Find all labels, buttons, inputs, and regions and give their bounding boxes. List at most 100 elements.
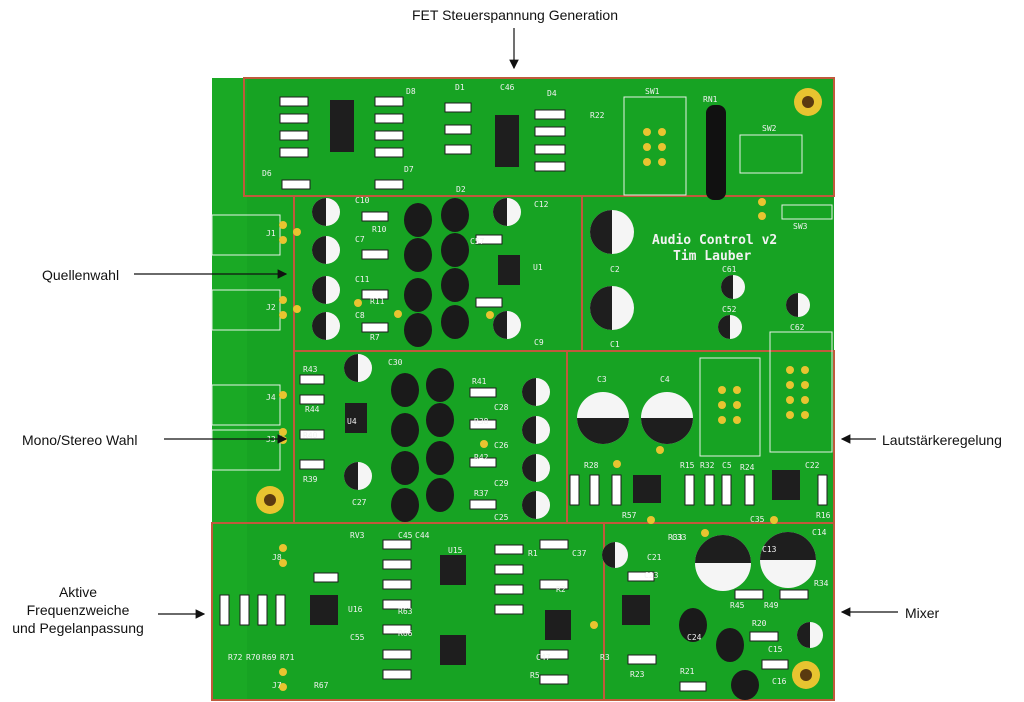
label-mixer: Mixer xyxy=(905,605,940,621)
silk-label-d7: D7 xyxy=(404,165,414,174)
silk-label-c62: C62 xyxy=(790,323,805,332)
label-mono-stereo: Mono/Stereo Wahl xyxy=(22,432,138,448)
silk-label-r71: R71 xyxy=(280,653,295,662)
section-mixer xyxy=(603,522,835,701)
silk-label-c29: C29 xyxy=(494,479,509,488)
smd-components xyxy=(219,96,828,692)
silk-label-r32: R32 xyxy=(700,461,715,470)
silk-label-d8: D8 xyxy=(406,87,416,96)
silk-label-r20: R20 xyxy=(752,619,767,628)
silk-label-c30: C30 xyxy=(388,358,403,367)
silk-label-c33: C33 xyxy=(672,533,687,542)
silk-label-c21: C21 xyxy=(647,553,662,562)
silk-label-j7: J7 xyxy=(272,681,282,690)
silk-label-c57: C57 xyxy=(470,237,485,246)
silk-label-c2: C2 xyxy=(610,265,620,274)
silk-label-c28: C28 xyxy=(494,403,509,412)
silk-label-r42: R42 xyxy=(474,453,489,462)
silk-label-c44: C44 xyxy=(415,531,430,540)
silk-label-c46: C46 xyxy=(500,83,515,92)
silk-label-r45: R45 xyxy=(730,601,745,610)
silk-label-r57: R57 xyxy=(622,511,637,520)
ic-chips xyxy=(310,100,800,665)
silk-label-rn1: RN1 xyxy=(703,95,718,104)
label-volume-control: Lautstärkeregelung xyxy=(882,432,1002,448)
silk-label-c37: C37 xyxy=(572,549,587,558)
silk-label-c16: C16 xyxy=(772,677,787,686)
silk-label-c47: C47 xyxy=(536,653,551,662)
silk-label-c61: C61 xyxy=(722,265,737,274)
silk-label-r34: R34 xyxy=(814,579,829,588)
transistors xyxy=(391,198,759,700)
silk-label-r63: R63 xyxy=(398,607,413,616)
silk-label-r3: R3 xyxy=(600,653,610,662)
silk-label-r49: R49 xyxy=(764,601,779,610)
silk-label-j4: J4 xyxy=(266,393,276,402)
silk-label-c27: C27 xyxy=(352,498,367,507)
silk-label-r70: R70 xyxy=(246,653,261,662)
silk-label-rv3: RV3 xyxy=(350,531,365,540)
silk-label-r39: R39 xyxy=(303,475,318,484)
silk-label-r10: R10 xyxy=(372,225,387,234)
silk-label-d1: D1 xyxy=(455,83,465,92)
silk-label-c8: C8 xyxy=(355,311,365,320)
section-outlines xyxy=(211,77,835,701)
silk-label-d6: D6 xyxy=(262,169,272,178)
silk-label-r72: R72 xyxy=(228,653,243,662)
silk-label-c11: C11 xyxy=(355,275,370,284)
silk-label-r2: R2 xyxy=(556,585,566,594)
board-title: Audio Control v2 xyxy=(652,233,777,248)
silk-label-r69: R69 xyxy=(262,653,277,662)
silk-label-r16: R16 xyxy=(816,511,831,520)
silk-label-r15: R15 xyxy=(680,461,695,470)
silk-label-u16: U16 xyxy=(348,605,363,614)
electrolytic-caps xyxy=(312,198,823,648)
silk-label-r37: R37 xyxy=(474,489,489,498)
silk-label-c26: C26 xyxy=(494,441,509,450)
silk-label-c13: C13 xyxy=(762,545,777,554)
silk-label-r40: R40 xyxy=(303,431,318,440)
edge-connectors xyxy=(211,214,281,471)
silk-label-sw3: SW3 xyxy=(793,222,808,231)
board-author: Tim Lauber xyxy=(673,249,751,264)
silk-label-j1: J1 xyxy=(266,229,276,238)
silk-label-r7: R7 xyxy=(370,333,380,342)
silk-label-r66: R66 xyxy=(398,629,413,638)
silk-label-c25: C25 xyxy=(494,513,509,522)
silk-label-c15: C15 xyxy=(768,645,783,654)
label-crossover-line3: und Pegelanpassung xyxy=(12,620,144,636)
silk-label-c55: C55 xyxy=(350,633,365,642)
label-source-selection: Quellenwahl xyxy=(42,267,120,283)
silk-label-r5: R5 xyxy=(530,671,540,680)
pin-headers xyxy=(279,128,809,691)
silk-label-r11: R11 xyxy=(370,297,385,306)
silk-label-j8: J8 xyxy=(272,553,282,562)
silk-label-c52: C52 xyxy=(722,305,737,314)
silk-label-r1: R1 xyxy=(528,549,538,558)
silk-label-c24: C24 xyxy=(687,633,702,642)
silk-label-c14: C14 xyxy=(812,528,827,537)
silk-label-r41: R41 xyxy=(472,377,487,386)
silk-label-c5: C5 xyxy=(722,461,732,470)
mounting-holes xyxy=(256,88,822,689)
silk-label-r28: R28 xyxy=(584,461,599,470)
silk-label-c4: C4 xyxy=(660,375,670,384)
silk-label-u4: U4 xyxy=(347,417,357,426)
resistor-network xyxy=(706,105,726,200)
silk-label-c35: C35 xyxy=(750,515,765,524)
switches xyxy=(623,96,833,457)
silk-label-sw2: SW2 xyxy=(762,124,777,133)
silk-label-r22: R22 xyxy=(590,111,605,120)
label-fet-control-voltage: FET Steuerspannung Generation xyxy=(412,7,618,23)
silk-label-c12: C12 xyxy=(534,200,549,209)
silk-label-d2: D2 xyxy=(456,185,466,194)
silk-label-c1: C1 xyxy=(610,340,620,349)
silk-label-c10: C10 xyxy=(355,196,370,205)
silk-label-r38: R38 xyxy=(474,417,489,426)
silk-label-r44: R44 xyxy=(305,405,320,414)
label-crossover-line2: Frequenzweiche xyxy=(26,602,130,618)
label-crossover: Aktive Frequenzweiche und Pegelanpassung xyxy=(4,583,152,637)
silk-label-r24: R24 xyxy=(740,463,755,472)
silk-label-u1: U1 xyxy=(533,263,543,272)
